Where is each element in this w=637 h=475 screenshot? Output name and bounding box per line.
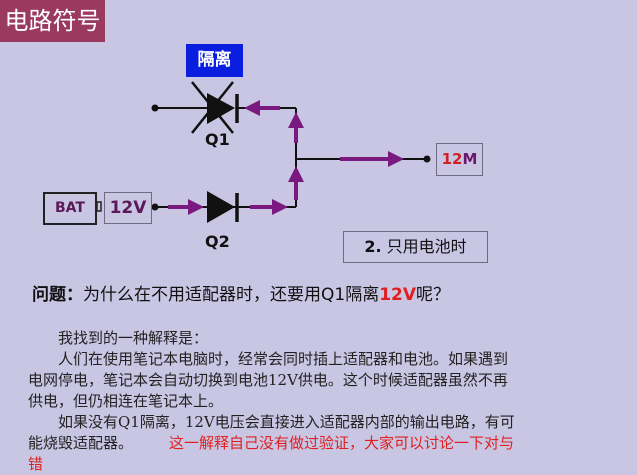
question-highlight: 12V <box>379 285 417 305</box>
battery-terminal <box>96 201 102 212</box>
explanation-line-3-text: 如果没有Q1隔离，12V电压会直接进入适配器内部的输出电路，有可能烧毁适配器。 <box>28 413 515 452</box>
battery-voltage: 12V <box>104 192 152 224</box>
q2-diode-icon <box>207 191 239 223</box>
battery-box: BAT <box>43 192 97 225</box>
q2-label: Q2 <box>205 232 230 251</box>
q1-terminal-dot <box>151 104 159 112</box>
explanation-line-3: 如果没有Q1隔离，12V电压会直接进入适配器内部的输出电路，有可能烧毁适配器。这… <box>28 412 520 475</box>
explanation-line-2: 人们在使用笔记本电脑时，经常会同时插上适配器和电池。如果遇到电网停电，笔记本会自… <box>28 350 509 410</box>
q1-label: Q1 <box>205 130 230 149</box>
isolation-label: 隔离 <box>186 44 243 77</box>
output-label-b: M <box>462 150 478 168</box>
explanation-line-1: 我找到的一种解释是： <box>58 329 209 347</box>
output-box: 12M <box>436 143 483 176</box>
mode-box: 2. 只用电池时 <box>343 231 488 263</box>
question-text: 为什么在不用适配器时，还要用Q1隔离 <box>83 285 380 305</box>
output-label-a: 12 <box>441 150 463 168</box>
output-terminal-dot <box>423 155 431 163</box>
question-prefix: 问题： <box>32 285 83 305</box>
slide-title: 电路符号 <box>0 0 105 42</box>
disclaimer-note: 这一解释自己没有做过验证，大家可以讨论一下对与错 <box>28 434 515 473</box>
explanation: 我找到的一种解释是： 人们在使用笔记本电脑时，经常会同时插上适配器和电池。如果遇… <box>28 328 520 475</box>
mode-text: 只用电池时 <box>386 237 467 256</box>
battery-terminal-dot <box>151 203 159 211</box>
mode-number: 2. <box>364 237 382 256</box>
question-suffix: 呢？ <box>416 285 451 305</box>
question: 问题：为什么在不用适配器时，还要用Q1隔离12V呢？ <box>32 284 450 306</box>
circuit-diagram <box>96 81 431 223</box>
q1-diode-icon <box>191 81 239 134</box>
